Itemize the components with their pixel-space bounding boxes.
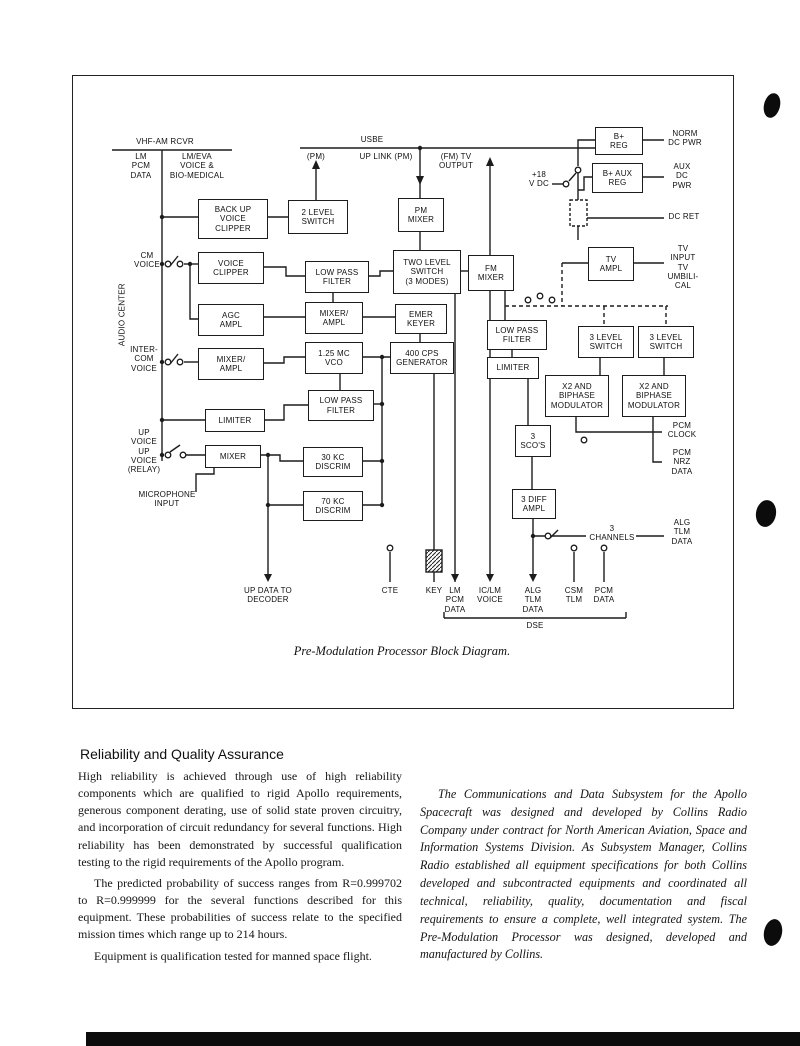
label-lm-eva: LM/EVA VOICE & BIO-MEDICAL xyxy=(169,152,225,180)
paragraph-reliability-3: Equipment is qualification tested for ma… xyxy=(94,948,372,963)
label-csm-tlm: CSM TLM xyxy=(564,586,584,605)
box-pm-mixer: PM MIXER xyxy=(398,198,444,232)
left-column: High reliability is achieved through use… xyxy=(78,768,402,969)
box-voice-clipper: VOICE CLIPPER xyxy=(198,252,264,284)
box-125mc-vco: 1.25 MC VCO xyxy=(305,342,363,374)
box-fm-mixer: FM MIXER xyxy=(468,255,514,291)
box-limiter-right: LIMITER xyxy=(487,357,539,379)
box-limiter-left: LIMITER xyxy=(205,409,265,432)
box-x2-biphase-modulator-2: X2 AND BIPHASE MODULATOR xyxy=(622,375,686,417)
box-low-pass-filter-1: LOW PASS FILTER xyxy=(305,261,369,293)
diagram-caption: Pre-Modulation Processor Block Diagram. xyxy=(293,644,511,658)
label-cm-voice: CM VOICE xyxy=(134,251,160,270)
label-plus-18-vdc: +18 V DC xyxy=(529,170,549,189)
box-low-pass-filter-3: LOW PASS FILTER xyxy=(308,390,374,421)
punch-mark-top xyxy=(761,91,783,120)
box-2-level-switch: 2 LEVEL SWITCH xyxy=(288,200,348,234)
label-lm-pcm-data-top: LM PCM DATA xyxy=(130,152,152,180)
box-3-level-switch-2: 3 LEVEL SWITCH xyxy=(638,326,694,358)
label-key: KEY xyxy=(425,586,443,595)
label-dse: DSE xyxy=(526,621,544,630)
label-tv-input-umbilical: TV INPUT TV UMBILI- CAL xyxy=(667,244,699,291)
label-audio-center: AUDIO CENTER xyxy=(117,283,127,347)
label-pcm-nrz-data: PCM NRZ DATA xyxy=(671,448,693,476)
box-backup-voice-clipper: BACK UP VOICE CLIPPER xyxy=(198,199,268,239)
box-emer-keyer: EMER KEYER xyxy=(395,304,447,334)
punch-mark-middle xyxy=(753,498,779,529)
box-x2-biphase-modulator-1: X2 AND BIPHASE MODULATOR xyxy=(545,375,609,417)
box-70kc-discrim: 70 KC DISCRIM xyxy=(303,491,363,521)
label-pcm-clock: PCM CLOCK xyxy=(667,421,697,440)
label-alg-tlm-data-right: ALG TLM DATA xyxy=(671,518,693,546)
label-dc-ret: DC RET xyxy=(668,212,700,221)
paragraph-reliability-1: High reliability is achieved through use… xyxy=(78,769,402,869)
box-agc-ampl: AGC AMPL xyxy=(198,304,264,336)
paragraph-reliability-2: The predicted probability of success ran… xyxy=(78,875,402,942)
box-low-pass-filter-2: LOW PASS FILTER xyxy=(487,320,547,350)
box-30kc-discrim: 30 KC DISCRIM xyxy=(303,447,363,477)
label-fm-tv-output: (FM) TV OUTPUT xyxy=(438,152,474,171)
label-intercom-voice: INTER- COM VOICE xyxy=(130,345,158,373)
box-3-diff-ampl: 3 DIFF AMPL xyxy=(512,489,556,519)
box-400cps-generator: 400 CPS GENERATOR xyxy=(390,342,454,374)
box-b-aux-reg: B+ AUX REG xyxy=(592,163,643,193)
box-3-level-switch-1: 3 LEVEL SWITCH xyxy=(578,326,634,358)
label-up-voice-relay: UP VOICE UP VOICE (RELAY) xyxy=(127,428,161,475)
box-b-reg: B+ REG xyxy=(595,127,643,155)
bottom-black-bar xyxy=(86,1032,800,1046)
box-two-level-switch: TWO LEVEL SWITCH (3 MODES) xyxy=(393,250,461,294)
box-3-scos: 3 SCO'S xyxy=(515,425,551,457)
section-heading: Reliability and Quality Assurance xyxy=(80,746,284,762)
label-aux-dc-pwr: AUX DC PWR xyxy=(672,162,692,190)
label-up-data-to-decoder: UP DATA TO DECODER xyxy=(244,586,292,605)
label-pcm-data: PCM DATA xyxy=(593,586,615,605)
box-mixer-ampl-2: MIXER/ AMPL xyxy=(198,348,264,380)
label-microphone-input: MICROPHONE INPUT xyxy=(138,490,196,509)
punch-mark-bottom xyxy=(761,917,785,948)
label-pm: (PM) xyxy=(306,152,326,161)
label-up-link-pm: UP LINK (PM) xyxy=(359,152,413,161)
label-vhf-am-rcvr: VHF-AM RCVR xyxy=(136,137,194,146)
label-cte: CTE xyxy=(381,586,399,595)
label-lm-pcm-data-bottom: LM PCM DATA xyxy=(444,586,466,614)
label-usbe: USBE xyxy=(360,135,384,144)
sidebar-paragraph: The Communications and Data Subsystem fo… xyxy=(420,787,747,962)
label-norm-dc-pwr: NORM DC PWR xyxy=(668,129,702,148)
label-ic-lm-voice: IC/LM VOICE xyxy=(477,586,503,605)
box-tv-ampl: TV AMPL xyxy=(588,247,634,281)
label-alg-tlm-data-bottom: ALG TLM DATA xyxy=(522,586,544,614)
label-3-channels: 3 CHANNELS xyxy=(589,524,635,543)
box-mixer-ampl-1: MIXER/ AMPL xyxy=(305,302,363,334)
box-mixer: MIXER xyxy=(205,445,261,468)
